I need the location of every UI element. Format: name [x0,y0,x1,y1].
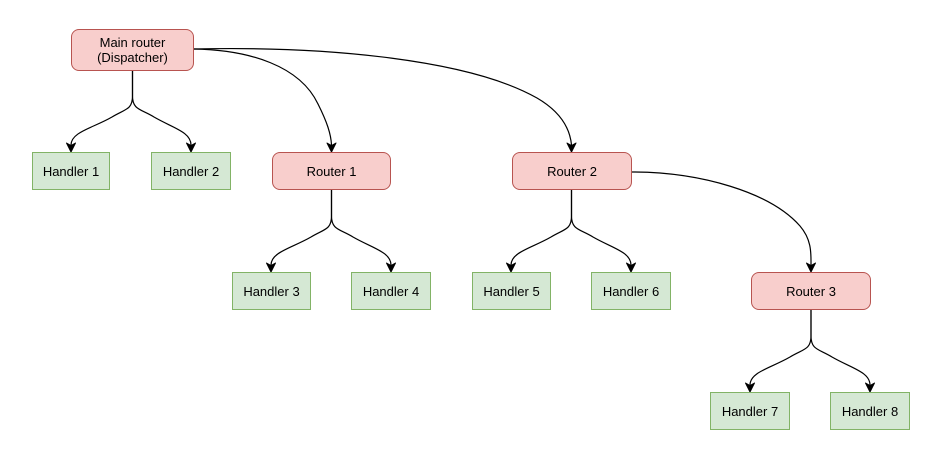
node-label-handler-5: Handler 5 [483,283,540,299]
node-label-handler-2: Handler 2 [162,163,220,179]
node-label-handler-1: Handler 1 [42,163,100,179]
edge-main-to-handler-2 [131,70,192,146]
node-handler-7[interactable]: Handler 7 [710,392,790,430]
edges-group [70,48,871,386]
node-label-handler-6: Handler 6 [602,283,660,299]
arrow-handler-2 [186,142,196,153]
arrow-handler-1 [66,142,76,153]
arrow-handler-5 [506,262,516,273]
edge-main-to-handler-1 [70,70,134,146]
arrow-handler-8 [865,382,875,393]
node-handler-2[interactable]: Handler 2 [151,152,231,190]
node-label-router-1: Router 1 [306,163,357,179]
node-router-1[interactable]: Router 1 [272,152,391,190]
edge-main-to-router-2 [193,48,573,146]
arrow-handler-4 [386,262,396,273]
edge-router2-to-handler-5 [510,189,573,266]
arrow-router-2 [566,142,577,153]
arrow-handler-7 [745,382,755,393]
node-label-router-2: Router 2 [547,163,597,179]
node-handler-1[interactable]: Handler 1 [32,152,110,190]
node-handler-5[interactable]: Handler 5 [472,272,551,310]
node-label-handler-4: Handler 4 [362,283,420,299]
arrow-router-3 [806,262,816,273]
node-handler-3[interactable]: Handler 3 [232,272,311,310]
arrow-handler-3 [266,262,276,273]
node-handler-6[interactable]: Handler 6 [591,272,671,310]
edge-router1-to-handler-4 [330,189,392,266]
edge-router2-to-router-3 [631,171,812,266]
node-handler-8[interactable]: Handler 8 [830,392,910,430]
edge-router3-to-handler-8 [810,309,871,386]
node-main-router[interactable]: Main router (Dispatcher) [71,29,194,71]
edge-router1-to-handler-3 [270,189,333,266]
node-label-router-3: Router 3 [786,283,836,299]
node-label-handler-3: Handler 3 [243,283,300,299]
arrow-router-1 [326,142,337,153]
node-router-3[interactable]: Router 3 [751,272,871,310]
node-handler-4[interactable]: Handler 4 [351,272,431,310]
edge-main-to-router-1 [193,48,333,146]
node-label-handler-7: Handler 7 [721,403,779,419]
edge-router3-to-handler-7 [749,309,812,386]
node-label-main-router: Main router (Dispatcher) [97,35,168,65]
arrow-handler-6 [626,262,636,273]
node-router-2[interactable]: Router 2 [512,152,632,190]
node-label-handler-8: Handler 8 [841,403,899,419]
edge-router2-to-handler-6 [570,189,632,266]
